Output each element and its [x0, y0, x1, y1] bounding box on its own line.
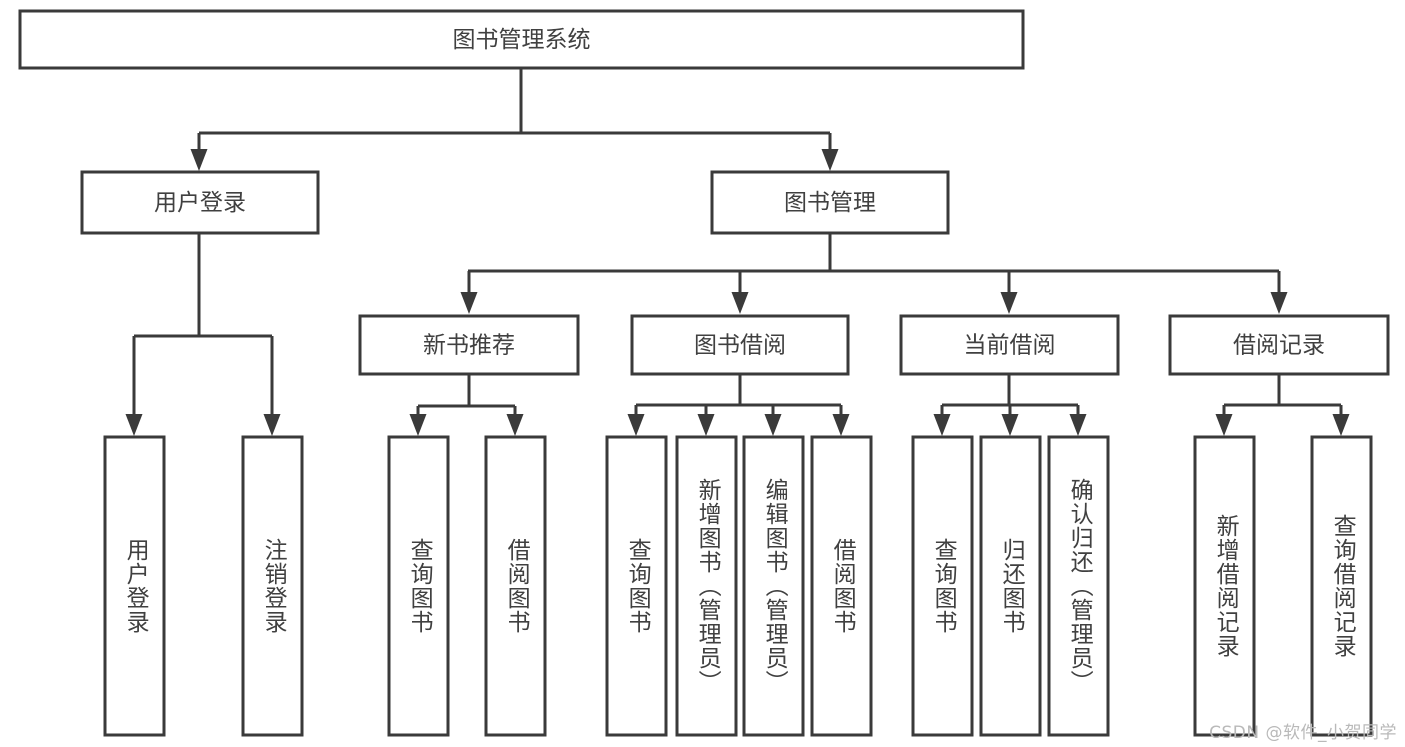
node-leaf-return-book[interactable] — [979, 435, 1042, 737]
arrow-to-leaf-borrow-book-1 — [506, 406, 524, 436]
node-box-root[interactable] — [18, 9, 1025, 70]
node-leaf-query-book-3[interactable] — [911, 435, 974, 737]
node-box-user-login[interactable] — [80, 170, 320, 235]
node-box-current-borrow[interactable] — [899, 314, 1120, 376]
node-label-borrow-record: 借阅记录 — [1233, 333, 1325, 359]
arrow-head-icon — [1215, 414, 1233, 436]
node-root[interactable]: 图书管理系统 — [18, 9, 1025, 70]
node-book-manage[interactable]: 图书管理 — [710, 170, 950, 235]
node-label-book-manage: 图书管理 — [784, 190, 876, 216]
arrow-to-leaf-borrow-book-2 — [832, 405, 850, 436]
arrow-to-leaf-query-record — [1332, 405, 1350, 436]
arrow-head-icon — [627, 414, 645, 436]
arrow-to-leaf-add-book — [697, 405, 715, 436]
node-box-leaf-borrow-book-2[interactable] — [810, 435, 873, 737]
node-box-leaf-borrow-book-1[interactable] — [484, 435, 547, 737]
arrow-to-leaf-query-book-3 — [933, 405, 951, 436]
arrow-to-borrow-record — [1270, 271, 1288, 314]
arrow-to-leaf-add-record — [1215, 405, 1233, 436]
arrow-to-current-borrow — [1000, 271, 1018, 314]
node-box-borrow-record[interactable] — [1168, 314, 1390, 376]
arrow-to-new-book-rec — [460, 271, 478, 314]
node-leaf-add-record[interactable] — [1193, 435, 1256, 737]
arrow-head-icon — [460, 292, 478, 314]
arrow-to-leaf-query-book-2 — [627, 405, 645, 436]
node-leaf-add-book[interactable] — [675, 435, 738, 737]
node-box-leaf-user-login[interactable] — [103, 435, 166, 737]
node-box-leaf-confirm-return[interactable] — [1047, 435, 1110, 737]
node-leaf-edit-book[interactable] — [742, 435, 805, 737]
node-leaf-user-logout[interactable] — [241, 435, 304, 737]
arrow-to-leaf-user-login — [125, 336, 143, 436]
node-new-book-rec[interactable]: 新书推荐 — [358, 314, 580, 376]
node-label-root: 图书管理系统 — [453, 27, 591, 53]
node-label-user-login: 用户登录 — [154, 190, 246, 216]
arrow-head-icon — [1000, 292, 1018, 314]
arrow-head-icon — [125, 414, 143, 436]
connector-bus-current-borrow — [942, 374, 1078, 407]
connector-bus-new-book-rec — [418, 374, 515, 408]
node-book-borrow[interactable]: 图书借阅 — [630, 314, 850, 376]
arrow-to-leaf-confirm-return — [1069, 405, 1087, 436]
arrow-head-icon — [821, 149, 839, 171]
node-label-current-borrow: 当前借阅 — [964, 333, 1056, 359]
arrow-head-icon — [1270, 292, 1288, 314]
node-leaf-confirm-return[interactable] — [1047, 435, 1110, 737]
node-leaf-borrow-book-1[interactable] — [484, 435, 547, 737]
node-box-book-manage[interactable] — [710, 170, 950, 235]
arrow-to-user-login — [190, 133, 208, 171]
node-leaf-query-book-1[interactable] — [387, 435, 450, 737]
node-leaf-borrow-book-2[interactable] — [810, 435, 873, 737]
node-box-leaf-add-book[interactable] — [675, 435, 738, 737]
node-box-leaf-query-book-3[interactable] — [911, 435, 974, 737]
node-leaf-user-login[interactable] — [103, 435, 166, 737]
arrow-head-icon — [1332, 414, 1350, 436]
connector-bus-root — [199, 68, 830, 135]
node-leaf-query-record[interactable] — [1310, 435, 1373, 737]
arrow-head-icon — [697, 414, 715, 436]
arrow-head-icon — [409, 414, 427, 436]
node-current-borrow[interactable]: 当前借阅 — [899, 314, 1120, 376]
arrow-head-icon — [1001, 414, 1019, 436]
arrow-head-icon — [190, 149, 208, 171]
node-user-login[interactable]: 用户登录 — [80, 170, 320, 235]
connector-bus-borrow-record — [1224, 374, 1341, 407]
arrow-head-icon — [731, 292, 749, 314]
arrow-head-icon — [263, 414, 281, 436]
arrow-to-leaf-return-book — [1001, 405, 1019, 436]
node-box-leaf-return-book[interactable] — [979, 435, 1042, 737]
arrow-to-leaf-user-logout — [263, 336, 281, 436]
node-leaf-query-book-2[interactable] — [605, 435, 668, 737]
arrow-head-icon — [1069, 414, 1087, 436]
node-box-leaf-edit-book[interactable] — [742, 435, 805, 737]
connector-bus-user-login — [134, 233, 272, 338]
node-box-book-borrow[interactable] — [630, 314, 850, 376]
node-box-leaf-query-book-2[interactable] — [605, 435, 668, 737]
connector-bus-book-manage — [468, 233, 1279, 273]
arrow-head-icon — [832, 414, 850, 436]
node-box-new-book-rec[interactable] — [358, 314, 580, 376]
node-box-leaf-query-record[interactable] — [1310, 435, 1373, 737]
node-borrow-record[interactable]: 借阅记录 — [1168, 314, 1390, 376]
arrow-to-book-borrow — [731, 271, 749, 314]
arrow-head-icon — [933, 414, 951, 436]
node-box-leaf-user-logout[interactable] — [241, 435, 304, 737]
arrow-head-icon — [506, 414, 524, 436]
connector-bus-book-borrow — [636, 374, 841, 407]
arrow-to-leaf-edit-book — [764, 405, 782, 436]
arrow-to-book-manage — [821, 133, 839, 171]
arrow-head-icon — [764, 414, 782, 436]
node-label-book-borrow: 图书借阅 — [694, 333, 786, 359]
arrow-to-leaf-query-book-1 — [409, 406, 427, 436]
node-box-leaf-query-book-1[interactable] — [387, 435, 450, 737]
node-label-new-book-rec: 新书推荐 — [423, 333, 515, 359]
node-box-leaf-add-record[interactable] — [1193, 435, 1256, 737]
